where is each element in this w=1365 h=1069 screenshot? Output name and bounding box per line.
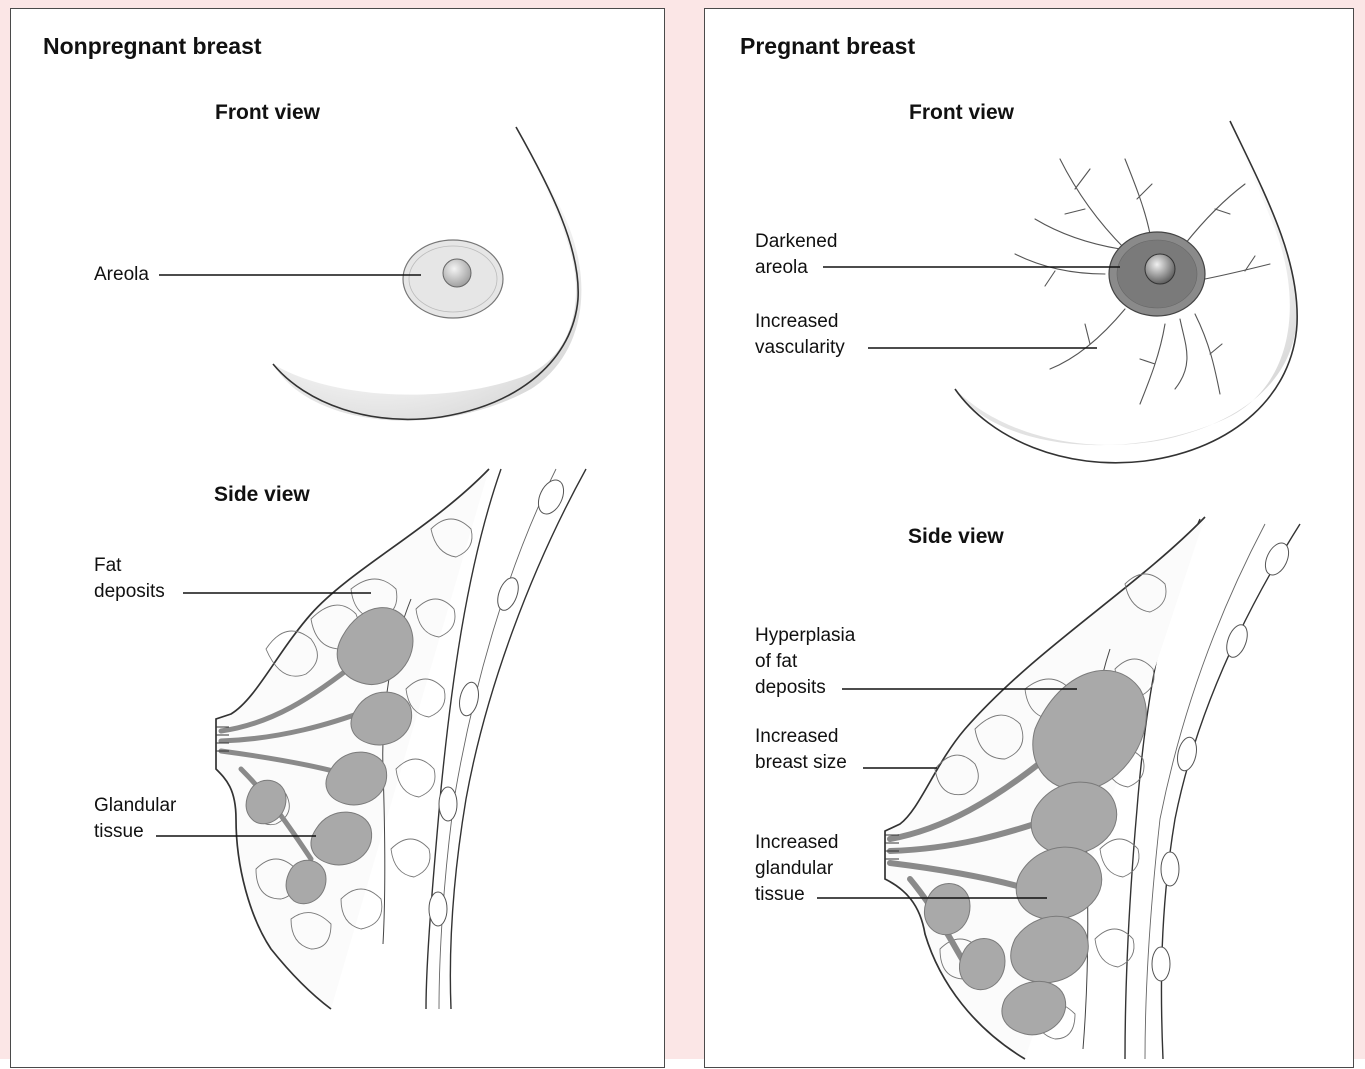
label-glandular-tissue: Glandular tissue xyxy=(94,793,176,845)
label-fat-deposits: Fat deposits xyxy=(94,553,165,605)
label-increased-vascularity: Increased vascularity xyxy=(755,309,845,361)
pregnant-front-view-heading: Front view xyxy=(909,101,1014,125)
label-hyperplasia-fat: Hyperplasia of fat deposits xyxy=(755,623,855,701)
label-increased-glandular-tissue: Increased glandular tissue xyxy=(755,830,838,908)
nonpregnant-side-view-heading: Side view xyxy=(214,483,310,507)
label-darkened-areola: Darkened areola xyxy=(755,229,837,281)
nonpregnant-illustrations xyxy=(11,9,666,1069)
pregnant-title: Pregnant breast xyxy=(740,33,915,60)
nonpregnant-panel: Nonpregnant breast Front view Side view … xyxy=(10,8,665,1068)
nonpregnant-front-view-heading: Front view xyxy=(215,101,320,125)
pregnant-panel: Pregnant breast Front view Side view Dar… xyxy=(704,8,1354,1068)
label-increased-breast-size: Increased breast size xyxy=(755,724,847,776)
pregnant-front-breast-icon xyxy=(955,121,1297,463)
pregnant-illustrations xyxy=(705,9,1355,1069)
nonpregnant-front-breast-icon xyxy=(273,127,581,421)
pregnant-side-view-heading: Side view xyxy=(908,525,1004,549)
nonpregnant-title: Nonpregnant breast xyxy=(43,33,262,60)
pregnant-side-breast-icon xyxy=(885,517,1300,1059)
nonpregnant-side-breast-icon xyxy=(216,469,586,1009)
label-areola: Areola xyxy=(94,262,149,288)
